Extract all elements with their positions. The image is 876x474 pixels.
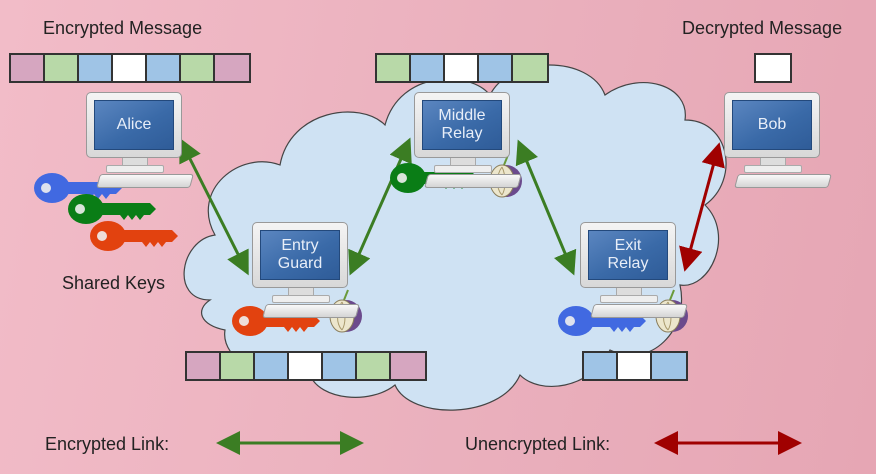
message-layer-blue (79, 55, 113, 81)
message-layer-blue (584, 353, 618, 379)
middle-message (375, 53, 549, 83)
alice-computer: Alice (84, 92, 194, 192)
message-layer-purple (391, 353, 425, 379)
message-layer-blue (411, 55, 445, 81)
message-layer-blue (255, 353, 289, 379)
entry-red-key-icon (232, 306, 320, 336)
green-key-icon (68, 194, 156, 224)
bob-label: Bob (732, 100, 812, 150)
message-layer-green (181, 55, 215, 81)
message-layer-blue (147, 55, 181, 81)
message-layer-purple (11, 55, 45, 81)
message-layer-purple (187, 353, 221, 379)
entry-message (185, 351, 427, 381)
exit-label-2: Relay (607, 255, 649, 272)
bob-message (754, 53, 792, 83)
encrypted-link-label: Encrypted Link: (45, 434, 170, 454)
message-layer-green (357, 353, 391, 379)
message-layer-plain (113, 55, 147, 81)
link-entry-middle (348, 137, 412, 276)
message-layer-blue (323, 353, 357, 379)
red-key-icon (90, 221, 178, 251)
message-layer-blue (652, 353, 686, 379)
unencrypted-link-label: Unencrypted Link: (465, 434, 611, 454)
message-layer-plain (289, 353, 323, 379)
message-layer-green (377, 55, 411, 81)
decrypted-message-label: Decrypted Message (682, 18, 843, 38)
link-middle-exit (515, 139, 577, 276)
message-layer-blue (479, 55, 513, 81)
middle-label-1: Middle (438, 107, 486, 124)
message-layer-green (513, 55, 547, 81)
message-layer-green (221, 353, 255, 379)
alice-label: Alice (94, 100, 174, 150)
exit-blue-key-icon (558, 306, 646, 336)
message-layer-green (45, 55, 79, 81)
bob-computer: Bob (722, 92, 832, 192)
message-layer-plain (445, 55, 479, 81)
alice-message (9, 53, 251, 83)
link-exit-bob (679, 142, 725, 272)
message-layer-plain (618, 353, 652, 379)
link-alice-entry (179, 137, 249, 276)
middle-label-2: Relay (441, 125, 483, 142)
exit-message (582, 351, 688, 381)
shared-keys-label: Shared Keys (62, 273, 166, 293)
entry-label-2: Guard (277, 255, 323, 272)
message-layer-plain (756, 55, 790, 81)
encrypted-message-label: Encrypted Message (43, 18, 203, 38)
exit-label-1: Exit (614, 237, 642, 254)
message-layer-purple (215, 55, 249, 81)
entry-label-1: Entry (281, 237, 319, 254)
